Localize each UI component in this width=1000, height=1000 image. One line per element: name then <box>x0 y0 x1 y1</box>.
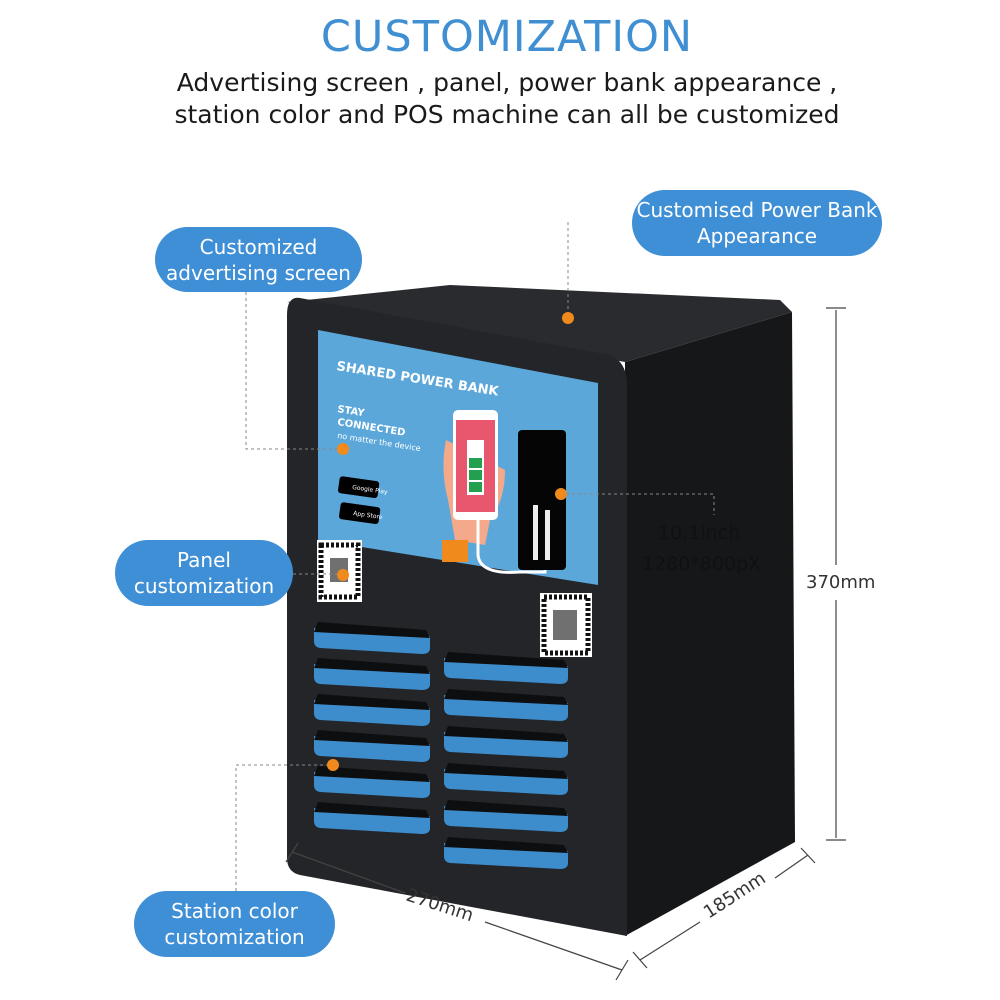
callout-dot <box>327 759 339 771</box>
callout-dots <box>327 312 574 771</box>
callout-power-bank: Customised Power Bank Appearance <box>632 190 882 256</box>
power-bank-slot[interactable] <box>314 658 430 690</box>
power-bank-slot[interactable] <box>314 694 430 726</box>
battery-bar <box>469 470 482 480</box>
dimension-lines <box>285 307 846 981</box>
power-bank-slots <box>314 622 568 869</box>
callout-station-color: Station color customization <box>134 891 335 957</box>
app-store-badge <box>339 502 381 525</box>
power-bank-slot[interactable] <box>444 763 568 795</box>
power-bank-slot[interactable] <box>444 837 568 869</box>
station-top-face <box>287 285 792 362</box>
cable-icon <box>545 510 550 560</box>
power-bank-slot[interactable] <box>444 800 568 832</box>
power-bank-slot[interactable] <box>314 730 430 762</box>
height-dimension-label: 370mm <box>806 572 876 593</box>
callout-lines <box>235 222 715 891</box>
power-bank-slot[interactable] <box>444 726 568 758</box>
subtitle-line-1: Advertising screen , panel, power bank a… <box>176 68 838 97</box>
power-bank-slot[interactable] <box>314 622 430 654</box>
callout-dot <box>337 569 349 581</box>
google-play-label: Google Play <box>352 484 389 496</box>
app-store-label: App Store <box>353 510 383 521</box>
screen-tagline-1: STAY <box>337 404 366 419</box>
power-bank-slot[interactable] <box>314 802 430 834</box>
cable-icon <box>533 505 538 560</box>
sleeve-illustration <box>442 540 468 562</box>
battery-bar <box>469 482 482 492</box>
google-play-badge <box>338 476 380 499</box>
screen-resolution-label: 1280*800pX <box>642 553 762 575</box>
qr-code-right <box>540 593 592 657</box>
callout-dot <box>562 312 574 324</box>
callout-advertising-screen: Customized advertising screen <box>155 227 362 292</box>
callout-dot <box>337 443 349 455</box>
callout-panel: Panel customization <box>115 540 293 606</box>
cable-illustration <box>476 520 547 574</box>
power-bank-slot[interactable] <box>444 652 568 684</box>
station-side-face <box>625 312 795 936</box>
power-bank-screen-slot <box>518 430 566 570</box>
page-title: CUSTOMIZATION <box>320 12 694 62</box>
power-bank-slot[interactable] <box>444 689 568 721</box>
power-bank-slot[interactable] <box>314 766 430 798</box>
callout-dot <box>555 488 567 500</box>
battery-bar <box>469 458 482 468</box>
subtitle-line-2: station color and POS machine can all be… <box>174 100 840 129</box>
screen-size-label: 10.1inch <box>658 522 741 544</box>
